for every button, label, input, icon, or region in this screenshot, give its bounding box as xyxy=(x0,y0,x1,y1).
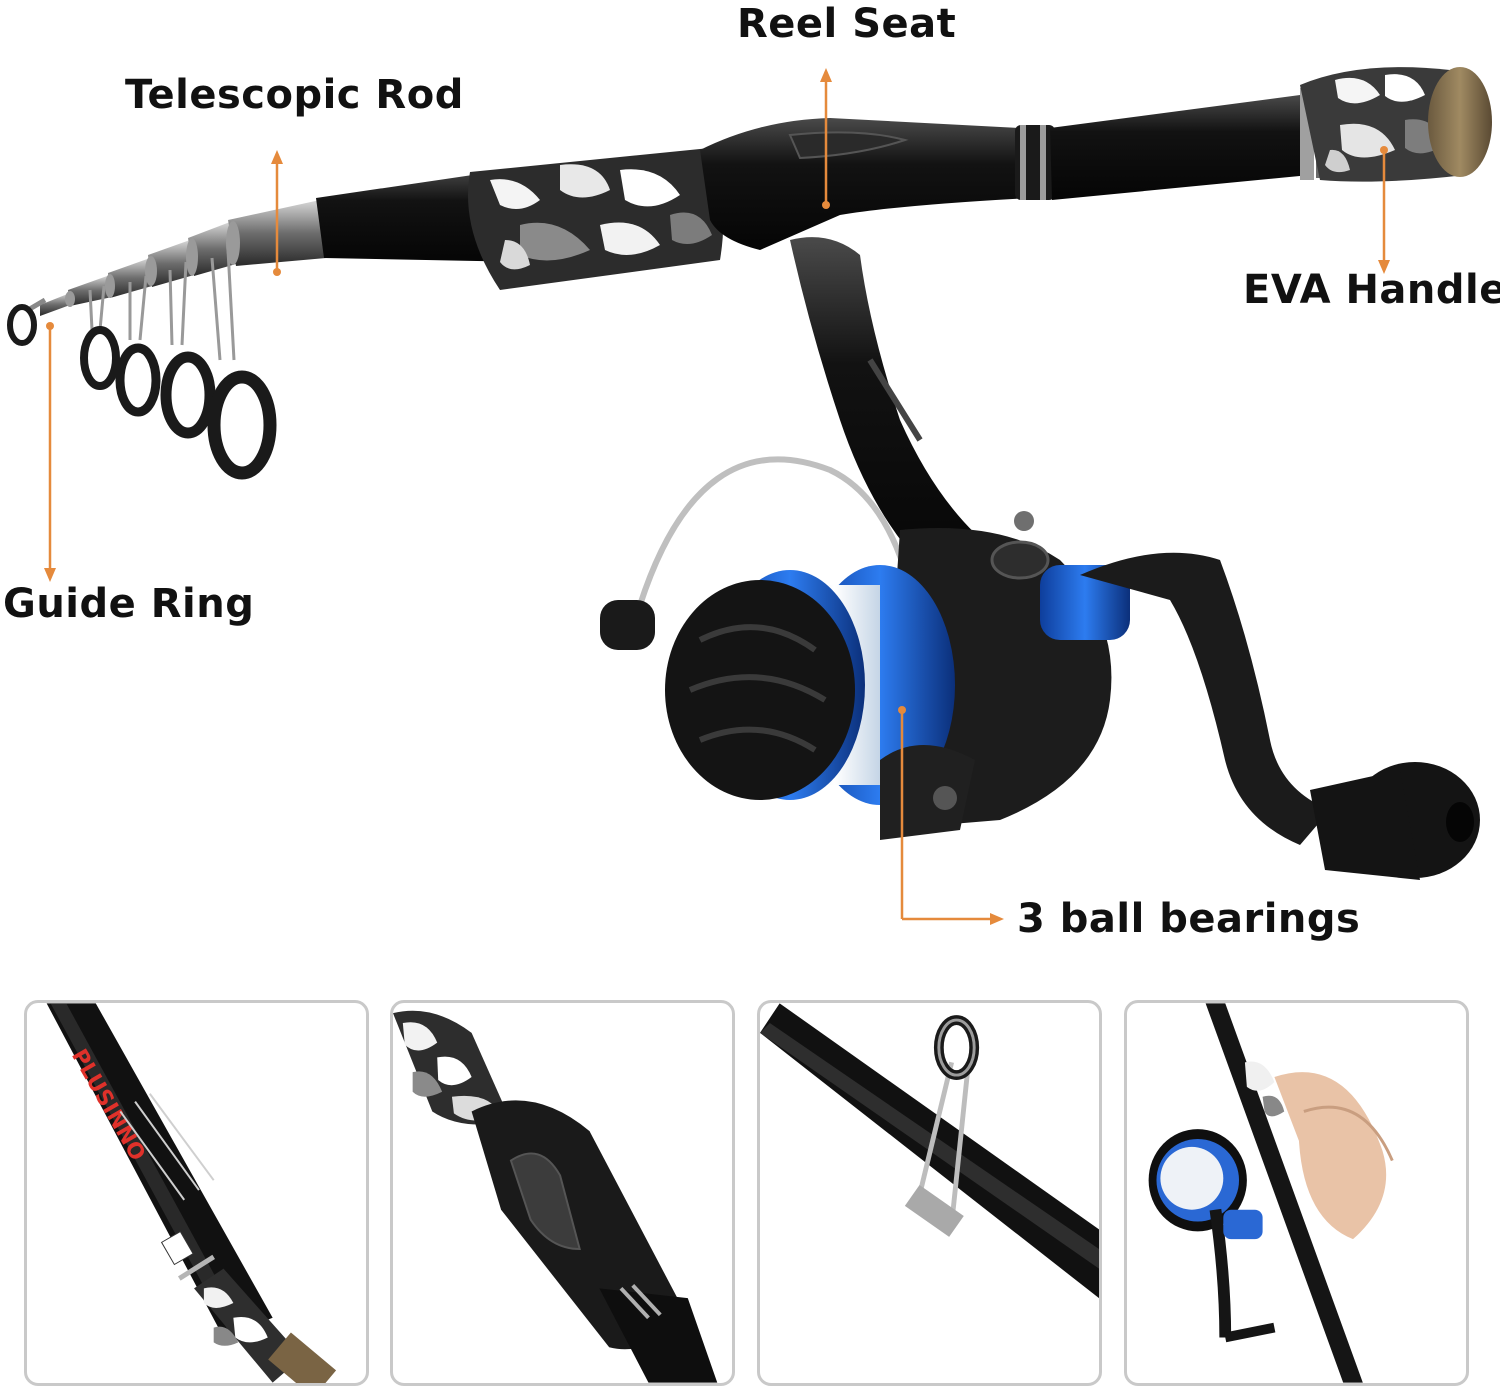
reel-seat-label: Reel Seat xyxy=(737,1,957,47)
detail-panel-guide-ring xyxy=(757,1000,1102,1386)
detail-panel-in-hand xyxy=(1124,1000,1469,1386)
rod-and-reel-illustration xyxy=(7,67,1492,925)
ball-bearings-label: 3 ball bearings xyxy=(1017,896,1361,942)
detail-panel-reel-seat xyxy=(390,1000,735,1386)
crank-handle xyxy=(1040,552,1480,880)
guide-rings xyxy=(7,249,277,480)
fore-grip xyxy=(468,148,724,290)
callout-leaders xyxy=(44,68,1390,925)
detail-panel-rod-blank: PLUSINNO xyxy=(24,1000,369,1386)
telescopic-rod-label: Telescopic Rod xyxy=(125,72,464,118)
guide-ring-label: Guide Ring xyxy=(3,581,255,627)
spinning-reel xyxy=(600,511,1112,840)
rod-blank-detail: PLUSINNO xyxy=(46,1003,337,1383)
reel-seat xyxy=(700,118,1055,250)
callout-dots xyxy=(46,146,1388,714)
in-hand-detail xyxy=(1148,1003,1394,1383)
rear-blank xyxy=(1050,95,1310,200)
telescopic-rod xyxy=(40,168,530,316)
reel-seat-detail xyxy=(393,1010,718,1383)
reel-stem xyxy=(790,237,1000,600)
guide-ring-detail xyxy=(760,1003,1099,1299)
eva-handle-label: EVA Handle xyxy=(1243,267,1500,313)
eva-handle xyxy=(1300,67,1492,182)
